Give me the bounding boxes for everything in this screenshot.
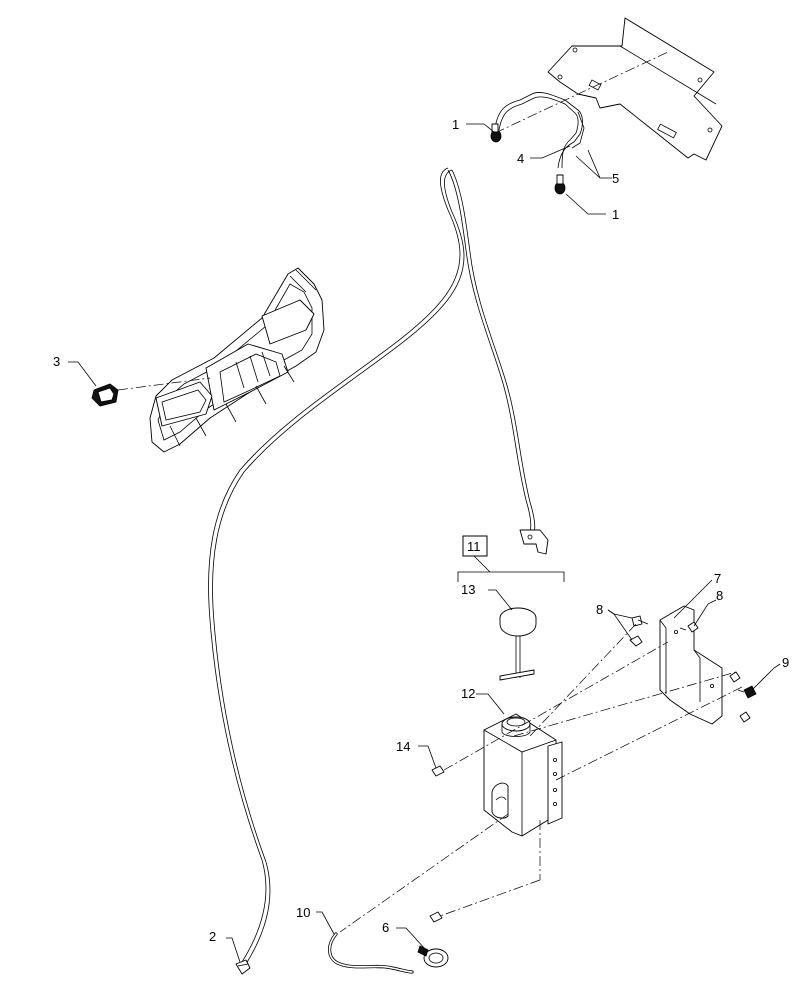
bolt-top-right <box>679 621 699 633</box>
callout-13: 13 <box>461 582 475 597</box>
callout-3: 3 <box>53 354 60 369</box>
leader-lines <box>68 123 781 963</box>
centerline-tank-lower <box>555 685 745 781</box>
callout-7: 7 <box>714 571 721 586</box>
elbow-nozzle-bottom <box>554 174 566 195</box>
callout-11: 11 <box>467 539 481 554</box>
centerline-bolt <box>529 623 637 737</box>
callout-labels: 1 1 2 3 4 5 6 7 8 8 9 10 11 12 13 14 <box>53 117 789 944</box>
elbow-nozzle-top <box>490 123 502 143</box>
overhead-console-panel <box>149 267 325 453</box>
reservoir-hose <box>328 932 414 974</box>
callout-5: 5 <box>612 171 619 186</box>
callout-2: 2 <box>209 929 216 944</box>
callout-14: 14 <box>396 739 410 754</box>
electrical-connector <box>91 383 119 407</box>
nut-tank-bottom <box>429 911 443 923</box>
centerline-hose <box>339 813 509 933</box>
centerline-tank-right <box>513 671 737 737</box>
washer-hose-long <box>208 167 465 965</box>
callout-1-top: 1 <box>452 117 459 132</box>
callout-1-bottom: 1 <box>612 207 619 222</box>
centerline-plate <box>494 51 669 134</box>
nut-right-lower <box>739 711 751 723</box>
hose-clamp <box>417 945 449 968</box>
kit-label-box <box>462 535 488 557</box>
washer-reservoir <box>483 713 563 837</box>
reservoir-cap <box>499 607 537 681</box>
washer-hose-short <box>447 169 536 541</box>
nut-tank-left <box>431 765 445 777</box>
callout-9: 9 <box>782 655 789 670</box>
callout-8-right: 8 <box>716 588 723 603</box>
hose-connector <box>235 959 251 975</box>
washer-nozzle-tube <box>494 92 585 169</box>
nut-right-upper <box>729 671 741 683</box>
callout-10: 10 <box>296 905 310 920</box>
nut-left <box>629 635 643 647</box>
kit-bracket-11 <box>457 555 565 582</box>
callout-8-left: 8 <box>596 602 603 617</box>
bolt-top-left <box>631 615 649 627</box>
reservoir-bracket <box>659 605 723 725</box>
centerline-nut-bottom <box>439 879 541 917</box>
callout-12: 12 <box>461 686 475 701</box>
centerline-tank-upper <box>443 641 669 771</box>
centerline-panel <box>117 377 211 391</box>
callout-4: 4 <box>517 151 524 166</box>
callout-6: 6 <box>382 920 389 935</box>
mounting-plate <box>547 17 723 161</box>
hose-clip-bracket <box>519 529 549 555</box>
